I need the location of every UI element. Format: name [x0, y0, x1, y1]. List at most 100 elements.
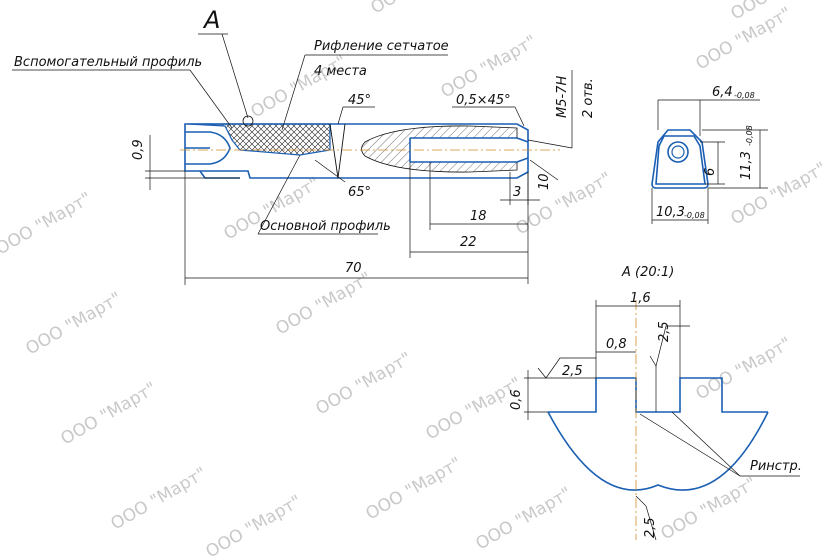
dim-10: 10	[529, 159, 559, 190]
knurl-label: Рифление сетчатое	[314, 39, 449, 54]
roughness-left-label: 2,5	[562, 364, 583, 379]
detail-title: A (20:1)	[621, 265, 674, 280]
dim-65-label: 65°	[348, 185, 371, 200]
dim-10-3: 10,3 -0,08	[651, 188, 709, 224]
tool-leader-2	[639, 413, 741, 477]
dim-chamfer-label: 0,5×45°	[456, 93, 511, 108]
dim-22-label: 22	[460, 235, 477, 250]
dim-10-3-label: 10,3	[656, 205, 685, 220]
callout-knurl: Рифление сетчатое 4 места	[281, 39, 449, 131]
dim-6-4-tol: -0,08	[734, 91, 755, 100]
view-circle	[242, 115, 254, 127]
dim-11-3-label: 11,3	[739, 151, 754, 180]
watermark: ООО "Март"	[203, 492, 306, 558]
roughness-sign	[635, 495, 657, 541]
dim-0-8-label: 0,8	[606, 337, 627, 352]
dim-1-6: 1,6	[595, 291, 681, 378]
watermark: ООО "Март"	[23, 289, 126, 360]
main-view	[180, 123, 560, 179]
dim-chamfer-leader	[514, 106, 525, 127]
chamfer-line-2	[337, 123, 346, 179]
dim-10-3-tol: -0,08	[684, 211, 705, 220]
thread-label: M5-7H	[555, 76, 570, 118]
chamfer-line	[329, 123, 339, 179]
roughness-top-label: 2,5	[657, 321, 672, 342]
roughness-sign	[537, 357, 596, 379]
aux-profile-label: Вспомогательный профиль	[14, 55, 202, 70]
watermark: ООО "Март"	[108, 464, 211, 535]
dim-6-label: 6	[703, 168, 718, 176]
knurl-count: 4 места	[314, 64, 367, 79]
roughness-bottom-label: 2,5	[643, 517, 658, 538]
dim-10-label: 10	[537, 173, 552, 190]
main-profile-leader	[257, 154, 301, 235]
thread-count: 2 отв.	[581, 78, 596, 118]
tool-label: Ринстр.	[750, 459, 802, 474]
dim-22: 22	[409, 162, 529, 284]
dim-65-leader	[314, 159, 346, 183]
aux-profile-leader	[189, 69, 233, 129]
watermark: ООО "Март"	[58, 379, 161, 450]
callout-aux-profile: Вспомогательный профиль	[12, 55, 233, 129]
part-outline	[184, 123, 529, 179]
view-letter-leader	[221, 33, 249, 119]
watermark: ООО "Март"	[273, 269, 376, 340]
dim-6-4: 6,4 -0,08	[657, 85, 760, 136]
dim-chamfer: 0,5×45°	[452, 93, 525, 127]
detail-view: A (20:1)	[547, 265, 769, 540]
tool-arc	[547, 411, 769, 491]
dim-6-4-label: 6,4	[712, 85, 733, 100]
watermark: ООО "Март"	[248, 52, 351, 123]
callout-tool: Ринстр.	[639, 411, 802, 477]
section-hatch	[361, 125, 518, 173]
end-view-outline	[651, 129, 709, 189]
callout-view-a: A	[198, 6, 254, 127]
dim-0-9-label: 0,9	[131, 139, 146, 160]
thread-leader-2	[527, 139, 573, 149]
dim-3-label: 3	[513, 185, 521, 200]
bottom-tab	[199, 170, 240, 179]
knurled-zone	[187, 123, 331, 156]
dim-11-3-tol: -0,08	[745, 125, 754, 146]
main-profile-label: Основной профиль	[260, 219, 391, 234]
dim-70-label: 70	[345, 261, 362, 276]
callout-thread: M5-7H 2 отв.	[527, 70, 596, 149]
dim-45: 45°	[337, 93, 375, 125]
dim-70: 70	[184, 171, 528, 285]
dim-6: 6	[700, 141, 725, 185]
dim-0-6: 0,6	[509, 370, 596, 420]
end-view	[651, 129, 709, 189]
left-pocket	[185, 131, 231, 165]
watermark: ООО "Март"	[313, 349, 416, 420]
dim-18: 18	[429, 162, 528, 230]
tool-leader-1	[671, 411, 741, 477]
roughness-bottom: 2,5	[635, 495, 658, 541]
end-view-hole-inner	[671, 145, 685, 159]
roughness-left: 2,5	[537, 357, 596, 379]
end-view-hole	[667, 141, 689, 163]
knurl-profile	[548, 377, 768, 413]
watermark: ООО "Март"	[368, 0, 471, 18]
dim-0-6-label: 0,6	[509, 389, 524, 410]
dim-10-leader	[529, 159, 559, 181]
roughness-sign	[649, 325, 690, 367]
view-letter: A	[202, 6, 220, 34]
end-view-inner	[655, 135, 706, 185]
dim-1-6-label: 1,6	[630, 291, 651, 306]
dim-11-3: 11,3 -0,08	[702, 125, 768, 189]
watermark: ООО "Март"	[693, 334, 796, 405]
dim-0-8: 0,8	[596, 337, 636, 353]
watermark: ООО "Март"	[0, 189, 95, 260]
dim-45-label: 45°	[348, 93, 371, 108]
dim-65: 65°	[314, 159, 371, 200]
callout-main-profile: Основной профиль	[257, 154, 391, 235]
dim-18-label: 18	[470, 209, 487, 224]
roughness-top: 2,5	[649, 321, 690, 412]
knurl-leader	[281, 54, 306, 131]
dim-45-leader	[337, 106, 344, 125]
watermark: ООО "Март"	[363, 454, 466, 525]
watermark: ООО "Март"	[473, 484, 576, 555]
dim-0-9: 0,9	[131, 135, 240, 190]
